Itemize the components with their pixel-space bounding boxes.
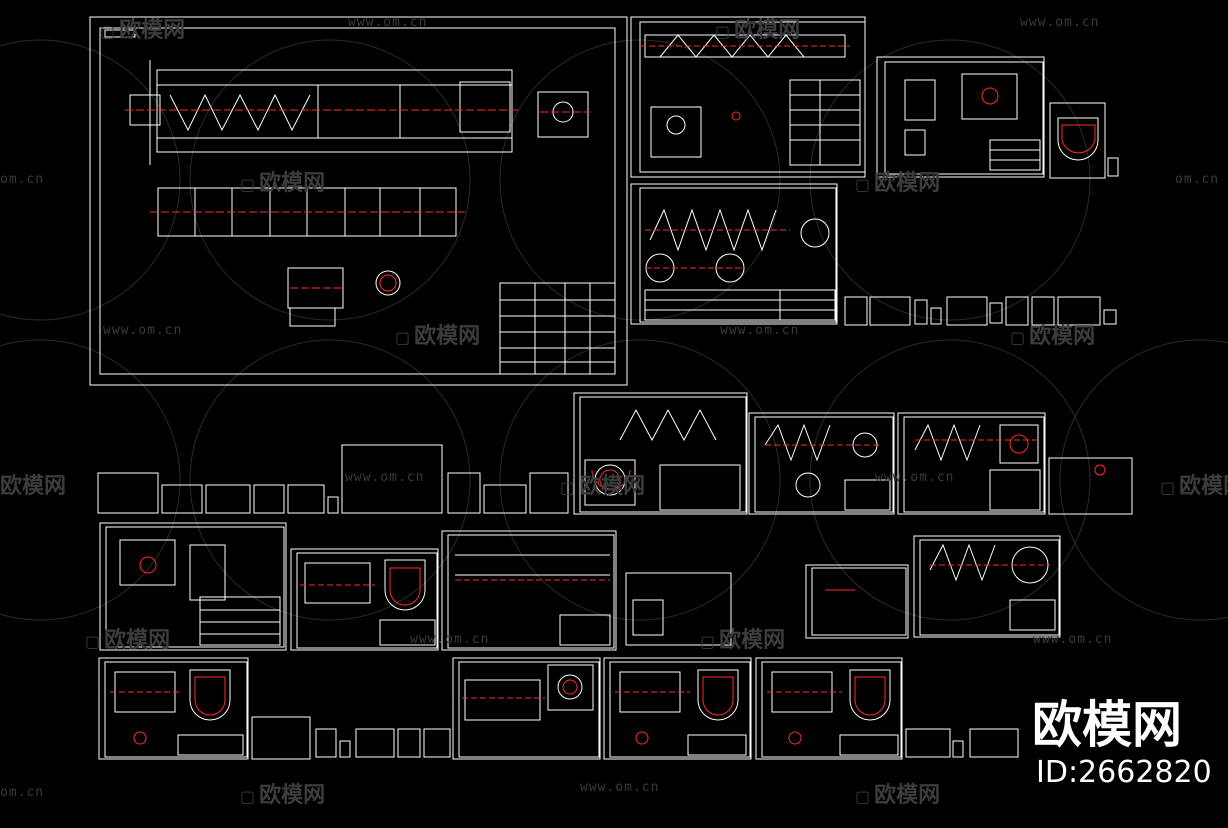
sofa-icon: ▢ (715, 22, 731, 41)
watermark-url: www.om.cn (345, 470, 425, 485)
sheet-row3-e (805, 564, 909, 639)
watermark-logo: 欧模网 (0, 474, 67, 499)
watermark-logo: ▢欧模网 (395, 324, 481, 349)
watermark-logo: ▢欧模网 (240, 171, 326, 196)
sofa-icon: ▢ (700, 632, 716, 651)
watermark-logo: ▢欧模网 (700, 628, 786, 653)
sheet-row3-b (290, 548, 439, 651)
watermark-url: www.om.cn (1033, 632, 1113, 647)
sofa-icon: ▢ (855, 787, 871, 806)
row3-red (139, 556, 1050, 606)
watermark-url: www.om.cn (410, 632, 490, 647)
row4-red (110, 676, 886, 745)
watermark-logo: ▢欧模网 (85, 628, 171, 653)
watermark-short: om.cn (0, 172, 45, 187)
watermark-short: om.cn (0, 785, 45, 800)
sheet-housing-red (981, 87, 1096, 154)
watermark-short: om.cn (1175, 172, 1220, 187)
sheet-main-assembly (89, 16, 628, 386)
watermark-arcs (0, 39, 1228, 621)
watermark-url: www.om.cn (1020, 15, 1100, 30)
sheet-row4-d (755, 657, 903, 760)
watermark-logo: ▢欧模网 (855, 783, 941, 808)
small-sheets-row-2-left (97, 444, 569, 514)
watermark-logo: ▢欧模网 (1010, 324, 1096, 349)
watermark-url: www.om.cn (348, 15, 428, 30)
watermark-url: www.om.cn (103, 323, 183, 338)
sheet-spiral-centerline (645, 229, 790, 269)
model-id-label: ID:2662820 (1036, 755, 1212, 790)
sheet-row4-a (98, 657, 249, 760)
watermark-url: www.om.cn (720, 323, 800, 338)
sheet-row4-c (603, 657, 752, 760)
watermark-logo: ▢欧模网 (1160, 474, 1228, 499)
sheet-row3-c (441, 530, 617, 651)
sofa-icon: ▢ (240, 175, 256, 194)
sofa-icon: ▢ (1010, 328, 1026, 347)
row2-red (591, 434, 1106, 491)
brand-logo: 欧模网 (1032, 696, 1182, 754)
sheet-row3-f (913, 535, 1061, 638)
sheet-screw-shaft (630, 16, 866, 178)
sheet-row2-a (573, 392, 748, 515)
sofa-icon: ▢ (560, 478, 576, 497)
sheet-row2-c (897, 412, 1046, 515)
sofa-icon: ▢ (240, 787, 256, 806)
sheet-spiral-blade (630, 183, 838, 325)
sofa-icon: ▢ (1160, 478, 1176, 497)
sheet-row3-a (99, 522, 287, 651)
watermark-logo: ▢欧模网 (715, 18, 801, 43)
sheet-row2-d (1048, 457, 1133, 515)
small-sheets-row-1 (844, 296, 1117, 326)
sofa-icon: ▢ (395, 328, 411, 347)
sheet-row3-d (625, 572, 732, 646)
sheet-row4-b (452, 657, 601, 760)
watermark-logo: ▢欧模网 (240, 783, 326, 808)
sofa-icon: ▢ (85, 632, 101, 651)
sheet-main-centerlines (125, 109, 590, 292)
sheet-row2-b (748, 412, 895, 515)
watermark-logo: ▢欧模网 (100, 18, 186, 43)
watermark-logo: ▢欧模网 (560, 474, 646, 499)
sheet-housing (876, 56, 1119, 179)
sofa-icon: ▢ (100, 22, 116, 41)
watermark-url: www.om.cn (580, 780, 660, 795)
watermark-logo: ▢欧模网 (855, 171, 941, 196)
sofa-icon: ▢ (855, 175, 871, 194)
watermark-url: www.om.cn (875, 470, 955, 485)
small-sheets-row-4 (251, 716, 1019, 760)
sheet-screw-shaft-centerline (640, 45, 850, 121)
